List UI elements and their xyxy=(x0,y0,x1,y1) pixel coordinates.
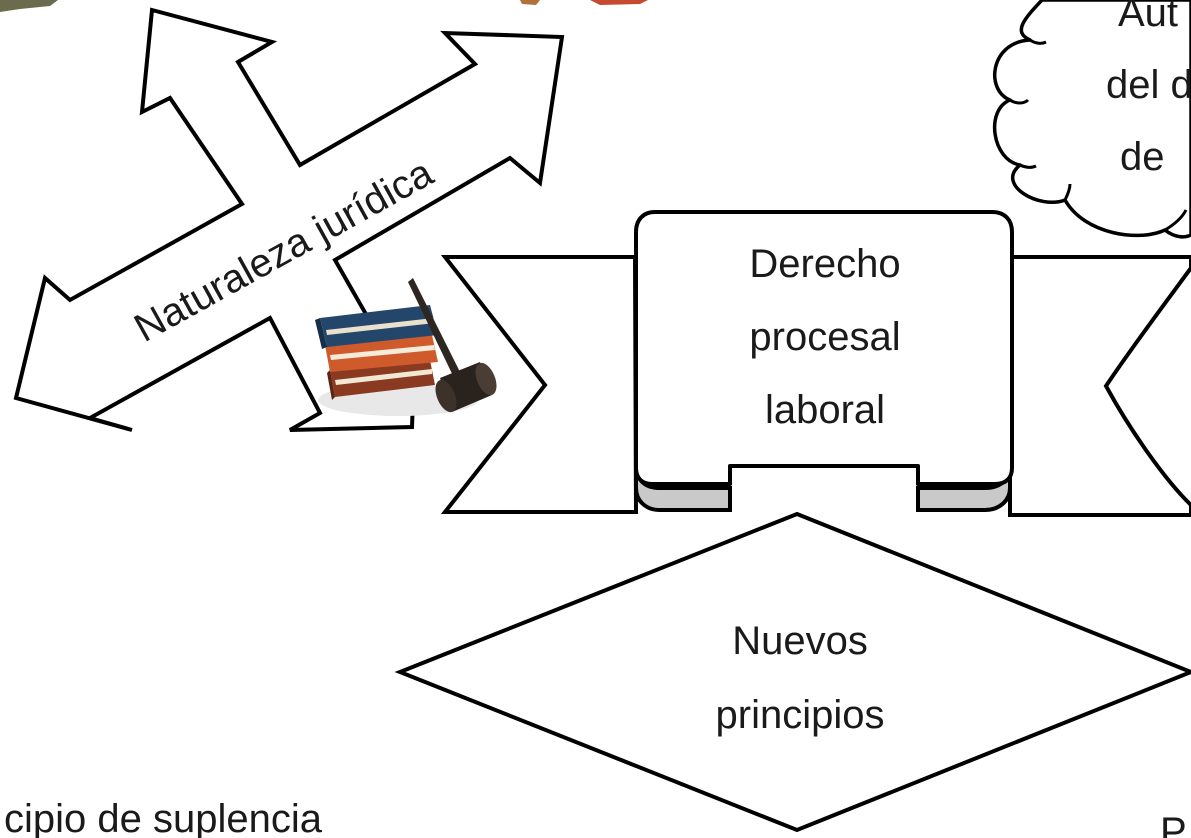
bottom-right-text: P xyxy=(1160,810,1187,838)
diamond-line-1: Nuevos xyxy=(732,619,868,663)
nuevos-principios-diamond: Nuevos principios xyxy=(394,511,1191,833)
books-and-gavel-icon xyxy=(315,278,497,416)
cloud-line-3: de xyxy=(1120,135,1165,179)
banner-line-1: Derecho xyxy=(749,242,900,286)
diamond-line-2: principios xyxy=(716,693,885,737)
autonomy-cloud: Aut del d de xyxy=(992,0,1191,239)
cropped-photo-fragment xyxy=(0,0,648,12)
banner-line-2: procesal xyxy=(749,315,900,359)
derecho-procesal-laboral-banner: Derecho procesal laboral xyxy=(440,210,1191,517)
cloud-line-1: Aut xyxy=(1118,0,1178,35)
cloud-line-2: del d xyxy=(1106,63,1191,107)
banner-line-3: laboral xyxy=(765,388,885,432)
principio-suplencia-text: cipio de suplencia xyxy=(4,797,323,838)
